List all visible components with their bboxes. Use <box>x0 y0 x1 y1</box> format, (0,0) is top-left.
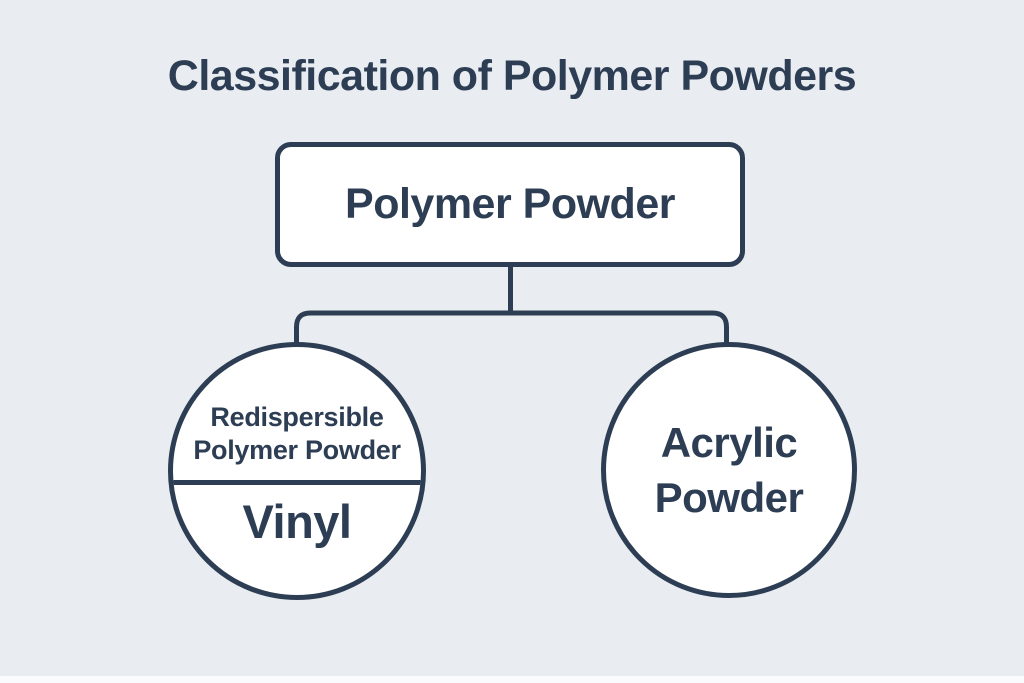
node-acrylic-powder-label: Acrylic Powder <box>654 418 804 521</box>
diagram-title: Classification of Polymer Powders <box>167 52 857 100</box>
node-redispersible-vinyl: Redispersible Polymer Powder Vinyl <box>168 342 426 600</box>
branch-bracket-connector <box>294 310 729 348</box>
node-vinyl-label: Vinyl <box>242 495 352 548</box>
node-polymer-powder: Polymer Powder <box>275 142 745 267</box>
node-polymer-powder-label: Polymer Powder <box>345 180 675 228</box>
circle-divider-line <box>173 480 421 485</box>
node-redispersible-label: Redispersible Polymer Powder <box>193 402 401 465</box>
node-acrylic-powder: Acrylic Powder <box>601 342 857 598</box>
bottom-strip <box>0 676 1024 683</box>
